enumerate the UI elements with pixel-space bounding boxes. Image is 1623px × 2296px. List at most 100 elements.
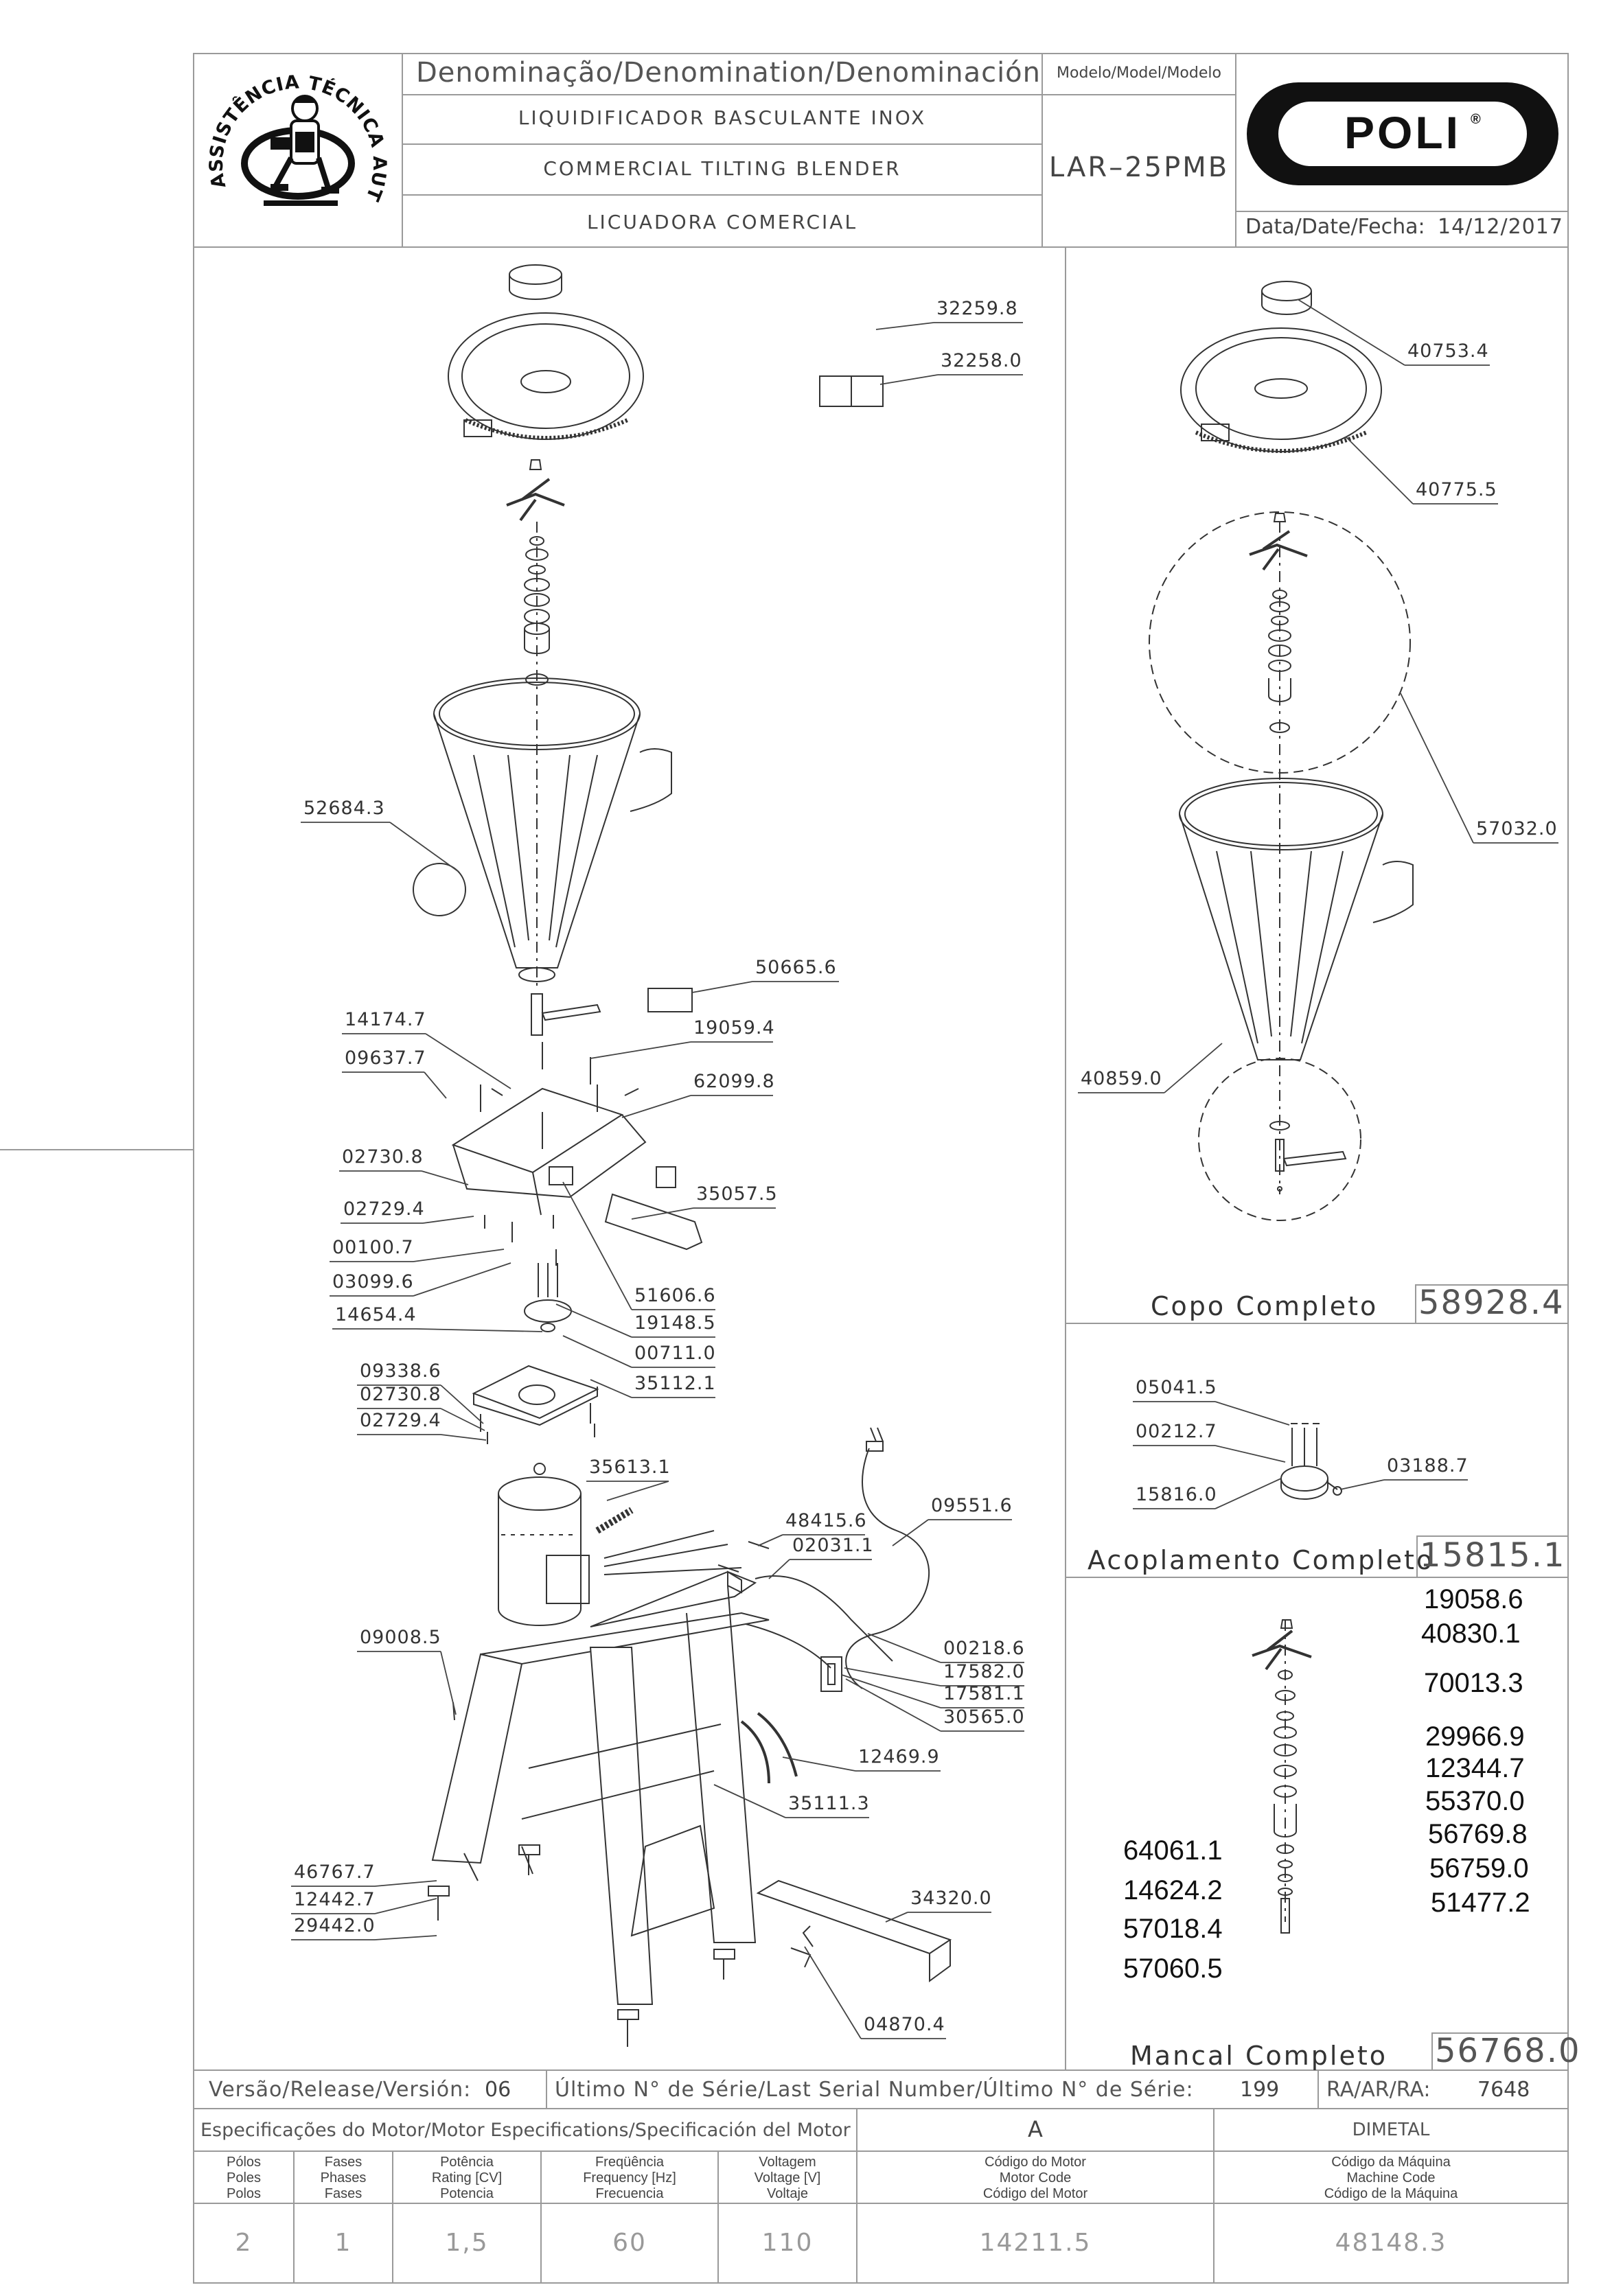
motor-class: A <box>1028 2116 1043 2142</box>
motor-spec-header: Phases <box>320 2170 367 2185</box>
main-part-label: 00100.7 <box>332 1237 414 1258</box>
main-part-label: 09338.6 <box>360 1360 441 1382</box>
version-label: Versão/Release/Versión: <box>209 2078 472 2102</box>
motor-spec-header: Voltaje <box>766 2186 809 2201</box>
main-part-label: 62099.8 <box>693 1071 775 1092</box>
main-cup <box>433 677 672 982</box>
main-part-label: 35057.5 <box>696 1183 778 1205</box>
motor-wires <box>603 1530 893 1669</box>
motor-spec-value: 14211.5 <box>979 2229 1092 2257</box>
main-leader-line <box>440 1434 487 1441</box>
copo-part-label: 40753.4 <box>1407 340 1489 362</box>
power-cord <box>845 1427 930 1689</box>
denomination-label: Denominação/Denomination/Denominación <box>416 57 1041 89</box>
mancal-drawing <box>1252 1619 1312 1934</box>
copo-leader-line <box>1164 1043 1223 1093</box>
base-housing <box>451 1085 647 1216</box>
copo-leader-line <box>1400 693 1474 844</box>
main-leader-line <box>590 1379 632 1398</box>
main-part-label: 02729.4 <box>343 1198 425 1220</box>
main-part-label: 09637.7 <box>345 1047 426 1069</box>
mancal-part-code: 56759.0 <box>1429 1853 1529 1883</box>
motor-spec-header: Pólos <box>226 2155 262 2170</box>
copo-leader-line <box>1297 299 1405 366</box>
main-leader-line <box>424 1071 447 1099</box>
main-part-label: 19148.5 <box>634 1312 716 1334</box>
main-part-label: 46767.7 <box>294 1862 376 1883</box>
date-label: Data/Date/Fecha: <box>1245 215 1425 239</box>
acoplamento-leader-line <box>1215 1478 1282 1509</box>
main-leader-line <box>389 822 459 872</box>
motor-spec-header: Fases <box>324 2155 362 2170</box>
acoplamento-code: 15815.1 <box>1420 1536 1566 1575</box>
main-part-label: 02730.8 <box>342 1146 424 1168</box>
acoplamento-part-label: 05041.5 <box>1136 1377 1217 1398</box>
acoplamento-part-label: 03188.7 <box>1387 1455 1469 1476</box>
main-part-label: 32258.0 <box>941 350 1022 371</box>
main-part-label: 02031.1 <box>792 1535 874 1556</box>
housing-bracket <box>604 1166 703 1251</box>
main-leader-line <box>590 1041 691 1059</box>
motor-spec-header: Motor Code <box>999 2170 1072 2185</box>
mancal-part-code: 19058.6 <box>1424 1584 1523 1614</box>
product-name-pt: LIQUIDIFICADOR BASCULANTE INOX <box>518 106 927 129</box>
copo-lid <box>1180 327 1382 453</box>
main-leader-line <box>845 1678 941 1732</box>
motor-spec-header: Código de la Máquina <box>1324 2186 1458 2201</box>
version-value: 06 <box>485 2078 511 2102</box>
main-part-label: 35112.1 <box>634 1373 716 1394</box>
motor-spec-header: Fases <box>324 2186 362 2201</box>
main-leader-line <box>425 1033 511 1089</box>
copo-title: Copo Completo <box>1151 1291 1379 1321</box>
motor-spring <box>595 1507 634 1534</box>
main-leader-line <box>621 1095 691 1118</box>
main-coupling-shaft <box>531 993 601 1036</box>
mechanic-icon <box>241 95 355 206</box>
motor-spec-header: Poles <box>226 2170 262 2185</box>
tilt-handle <box>756 1879 952 1982</box>
main-leader-line <box>757 1534 783 1546</box>
acoplamento-part-label: 15816.0 <box>1136 1484 1217 1505</box>
switch-plate <box>647 988 693 1012</box>
main-part-label: 50665.6 <box>755 957 837 978</box>
motor-spec-value: 1,5 <box>445 2229 489 2257</box>
stand-feet <box>428 1844 735 2047</box>
main-part-label: 34320.0 <box>910 1888 992 1909</box>
copo-part-label: 57032.0 <box>1476 818 1558 839</box>
main-leader-line <box>422 1216 474 1224</box>
motor-spec-value: 1 <box>334 2229 352 2257</box>
acoplamento-part-label: 00212.7 <box>1136 1421 1217 1442</box>
main-leader-line <box>713 1784 786 1818</box>
main-leader-line <box>875 322 934 330</box>
main-blade <box>506 459 565 522</box>
main-part-label: 17582.0 <box>943 1661 1025 1682</box>
main-leader-line <box>606 1481 669 1501</box>
motor-plate <box>472 1365 599 1426</box>
acoplamento-leader-line <box>1215 1401 1290 1426</box>
main-leader-line <box>879 374 939 385</box>
main-part-label: 35111.3 <box>788 1793 870 1814</box>
main-part-label: 09551.6 <box>931 1495 1013 1516</box>
main-leader-line <box>415 1328 543 1332</box>
main-part-label: 30565.0 <box>943 1706 1025 1728</box>
main-leader-line <box>440 1651 457 1715</box>
main-leader-line <box>440 1408 485 1431</box>
main-label-plate <box>819 375 884 407</box>
main-part-label: 19059.4 <box>693 1017 775 1039</box>
brand-name: POLI <box>1344 107 1461 158</box>
main-part-label: 17581.1 <box>943 1683 1025 1704</box>
copo-blade <box>1249 513 1308 571</box>
product-name-es: LICUADORA COMERCIAL <box>586 211 858 233</box>
copo-coupling-shaft <box>1269 1121 1347 1192</box>
acoplamento-drawing <box>1280 1423 1342 1500</box>
serial-value: 199 <box>1240 2078 1280 2102</box>
main-part-label: 29442.0 <box>294 1915 376 1936</box>
main-part-label: 14654.4 <box>335 1304 417 1325</box>
main-leader-line <box>631 1207 694 1220</box>
mancal-title: Mancal Completo <box>1130 2041 1388 2071</box>
main-part-label: 48415.6 <box>785 1510 867 1531</box>
lid-knob <box>509 264 562 300</box>
motor-plate-feet <box>480 1403 595 1444</box>
main-part-label: 09008.5 <box>360 1627 441 1648</box>
